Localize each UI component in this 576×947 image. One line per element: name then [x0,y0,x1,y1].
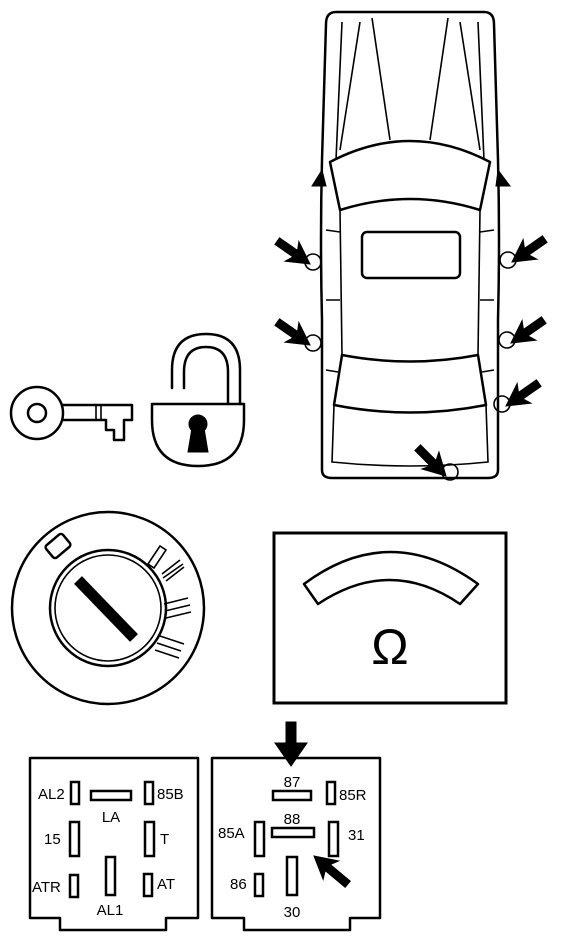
pin-label-15: 15 [44,831,61,848]
connector-left: AL2 85B LA 15 T ATR AT AL1 [28,756,200,932]
pointer-arrow-icon [274,235,548,477]
key-icon [9,385,134,442]
pointer-arrow-icon [274,721,308,767]
pin-label-85b: 85B [157,786,184,803]
ohm-symbol: Ω [371,619,408,675]
connector-right: 87 85R 88 85A 31 86 30 [210,756,382,932]
pin-label-31: 31 [348,827,365,844]
ohmmeter-icon: Ω [272,531,508,705]
pin-label-85a: 85A [218,825,245,842]
pin-label-88: 88 [284,811,301,828]
pin-label-85r: 85R [339,787,367,804]
pin-label-87: 87 [284,774,301,791]
pin-label-atr: ATR [32,879,61,896]
pin-label-al1: AL1 [97,902,124,919]
pin-label-al2: AL2 [38,786,65,803]
pointer-arrow-icon [313,855,351,889]
pin-label-t: T [160,831,169,848]
open-padlock-icon [150,332,246,468]
pin-label-la: LA [102,809,120,826]
pin-label-30: 30 [284,904,301,921]
ignition-switch-icon [10,510,206,706]
pin-label-at: AT [157,876,175,893]
pin-label-86: 86 [230,876,247,893]
car-top-view-icon [304,10,517,481]
